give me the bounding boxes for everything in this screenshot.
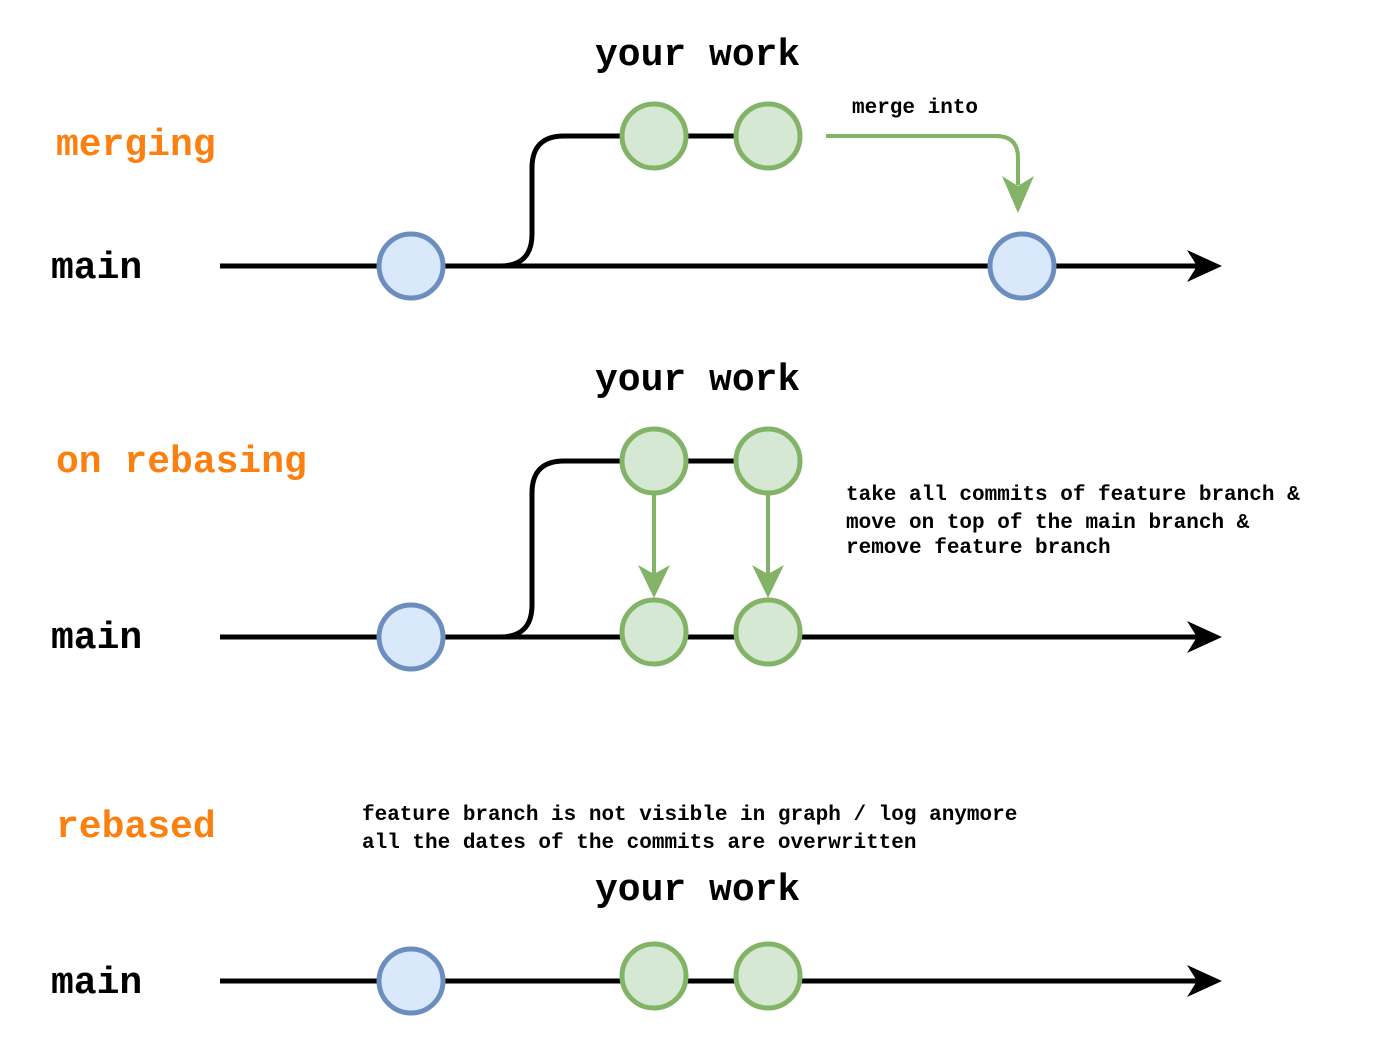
rebasing-title: on rebasing — [56, 441, 307, 484]
rebase-move-arrowhead — [638, 565, 670, 598]
rebase-move-arrowhead — [752, 565, 784, 598]
rebase-note-line: move on top of the main branch & — [846, 512, 1250, 535]
rebased-commit-node — [619, 941, 689, 1011]
rebased-commit-node — [733, 941, 803, 1011]
feature-branch-line — [445, 458, 770, 640]
main-branch-arrowhead — [1187, 250, 1222, 282]
your-work-label: your work — [595, 34, 800, 77]
main-branch-label: main — [51, 617, 142, 660]
main-branch-label: main — [51, 962, 142, 1005]
rebased-title: rebased — [56, 806, 216, 849]
feature-commit-node — [733, 101, 803, 171]
main-branch-label: main — [51, 247, 142, 290]
main-commit-node — [376, 602, 446, 672]
your-work-label: your work — [595, 359, 800, 402]
rebase-note-line: remove feature branch — [846, 537, 1111, 560]
main-branch-arrowhead — [1187, 621, 1222, 653]
feature-commit-node — [619, 101, 689, 171]
rebased-section: rebased main your work feature branch is… — [51, 804, 1222, 1016]
merge-arrow — [826, 134, 1020, 185]
merge-commit-node — [987, 231, 1057, 301]
your-work-label: your work — [595, 869, 800, 912]
merging-title: merging — [56, 124, 216, 167]
rebased-commit-node — [733, 597, 803, 667]
rebasing-section: on rebasing main your work take all comm… — [51, 359, 1300, 672]
main-commit-node — [376, 231, 446, 301]
feature-commit-node — [619, 426, 689, 496]
rebased-note-line: all the dates of the commits are overwri… — [362, 832, 917, 855]
merge-into-note: merge into — [852, 97, 978, 120]
rebase-note-line: take all commits of feature branch & — [846, 484, 1300, 507]
rebased-note-line: feature branch is not visible in graph /… — [362, 804, 1017, 827]
merge-arrowhead — [1002, 176, 1034, 213]
main-commit-node — [376, 946, 446, 1016]
feature-branch-line — [445, 133, 770, 269]
main-branch-arrowhead — [1187, 965, 1222, 997]
merging-section: merging main your work merge into — [51, 34, 1222, 301]
rebased-commit-node — [619, 597, 689, 667]
feature-commit-node — [733, 426, 803, 496]
